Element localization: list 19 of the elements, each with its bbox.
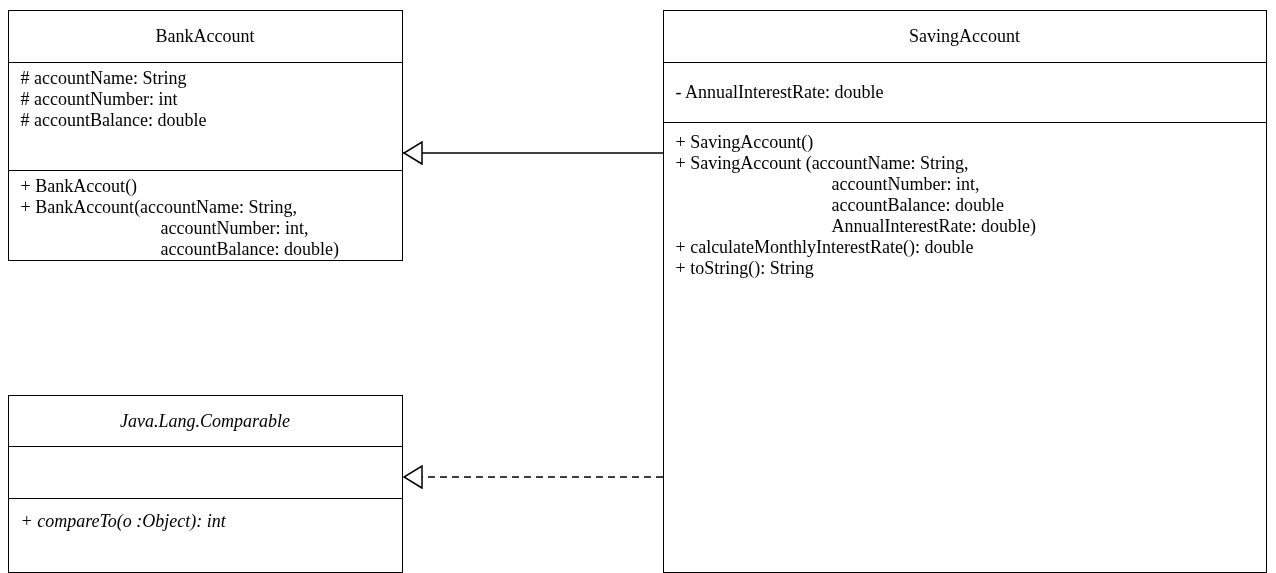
method-text: + toString(): String	[675, 257, 814, 279]
class-name: SavingAccount	[908, 26, 1021, 47]
method-text: + SavingAccount()	[675, 131, 814, 153]
class-name: Java.Lang.Comparable	[119, 411, 291, 432]
attribute-text: # accountName: String	[20, 67, 187, 89]
dashed-arrow	[402, 465, 664, 489]
method-text: + calculateMonthlyInterestRate(): double	[675, 236, 974, 258]
class-box	[663, 10, 1267, 573]
method-text: + compareTo(o :Object): int	[20, 510, 226, 532]
arrow	[402, 141, 664, 165]
class-box	[8, 10, 403, 261]
attribute-text: - AnnualInterestRate: double	[675, 81, 884, 103]
class-box	[8, 395, 403, 573]
method-text: + BankAccout()	[20, 175, 138, 197]
method-text: + BankAccount(accountName: String, accountNumber: int, accountBalance: double)	[20, 196, 340, 260]
attribute-text: # accountBalance: double	[20, 109, 207, 131]
class-name: BankAccount	[154, 26, 256, 47]
attribute-text: # accountNumber: int	[20, 88, 178, 110]
method-text: + SavingAccount (accountName: String, accountNumber: int, accountBalance: double AnnualInterestRate: double)	[675, 152, 1037, 237]
